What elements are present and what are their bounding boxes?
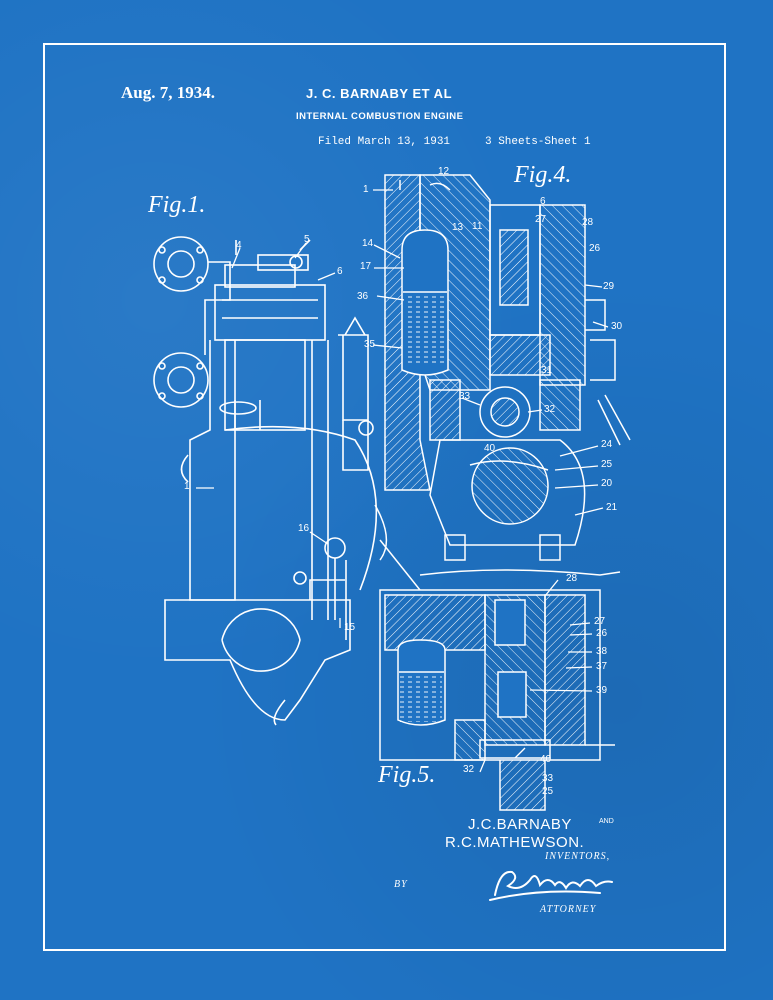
reference-numeral: 4 — [236, 240, 242, 251]
reference-numeral: 25 — [601, 459, 613, 470]
reference-numeral: 26 — [596, 628, 608, 639]
inventor-name-2: R.C.MATHEWSON. — [445, 834, 585, 851]
reference-numeral: 6 — [540, 196, 546, 207]
reference-numeral: 39 — [596, 685, 608, 696]
reference-numeral: 32 — [463, 764, 475, 775]
reference-numeral: 36 — [357, 291, 369, 302]
inventors-label: INVENTORS, — [545, 851, 611, 862]
reference-numeral: 25 — [542, 786, 554, 797]
sheet-count: 3 Sheets-Sheet 1 — [485, 136, 591, 148]
attorney-label: ATTORNEY — [540, 904, 597, 915]
figure-1-label: Fig.1. — [148, 192, 206, 218]
reference-numeral: 20 — [601, 478, 613, 489]
reference-numeral: 12 — [438, 166, 450, 177]
reference-numeral: 1 — [184, 481, 190, 492]
reference-numeral: 32 — [544, 404, 556, 415]
reference-numeral: 1 — [363, 184, 369, 195]
reference-numeral: 30 — [611, 321, 623, 332]
attorney-signature — [489, 870, 613, 901]
reference-numeral: 27 — [594, 616, 606, 627]
reference-numeral: 33 — [542, 773, 554, 784]
reference-numeral: 40 — [484, 443, 496, 454]
reference-numeral: 13 — [452, 222, 464, 233]
fig4-section — [374, 174, 631, 591]
leader-lines — [196, 189, 609, 773]
reference-numeral: 28 — [582, 217, 594, 228]
reference-numeral: 33 — [459, 391, 471, 402]
reference-numeral: 35 — [364, 339, 376, 350]
reference-numeral: 28 — [566, 573, 578, 584]
reference-numeral: 14 — [362, 238, 374, 249]
reference-numeral: 16 — [298, 523, 310, 534]
figure-5-label: Fig.5. — [378, 762, 436, 788]
page-border — [43, 43, 726, 951]
reference-numeral: 24 — [601, 439, 613, 450]
reference-numeral: 11 — [472, 221, 483, 232]
reference-numeral: 27 — [535, 214, 547, 225]
reference-numeral: 29 — [603, 281, 615, 292]
reference-numeral: 17 — [360, 261, 372, 272]
fig1-engine-elevation — [153, 236, 378, 726]
by-label: BY — [394, 879, 408, 890]
reference-numeral: 5 — [304, 234, 310, 245]
figure-4-label: Fig.4. — [514, 162, 572, 188]
reference-numeral: 40 — [540, 754, 552, 765]
inventors-heading: J. C. BARNABY ET AL — [306, 86, 453, 101]
reference-numeral: 15 — [344, 622, 356, 633]
reference-numeral: 38 — [596, 646, 608, 657]
reference-numeral: 26 — [589, 243, 601, 254]
reference-numeral: 37 — [596, 661, 608, 672]
reference-numeral: 21 — [606, 502, 618, 513]
inventor-name-1: J.C.BARNABY — [468, 816, 572, 833]
and-conjunction: AND — [599, 818, 614, 825]
reference-numeral: 31 — [541, 365, 553, 376]
patent-date: Aug. 7, 1934. — [121, 83, 215, 102]
reference-numeral: 6 — [337, 266, 343, 277]
patent-title: INTERNAL COMBUSTION ENGINE — [296, 111, 464, 122]
filed-date: Filed March 13, 1931 — [318, 136, 451, 148]
fig5-section — [379, 589, 615, 811]
